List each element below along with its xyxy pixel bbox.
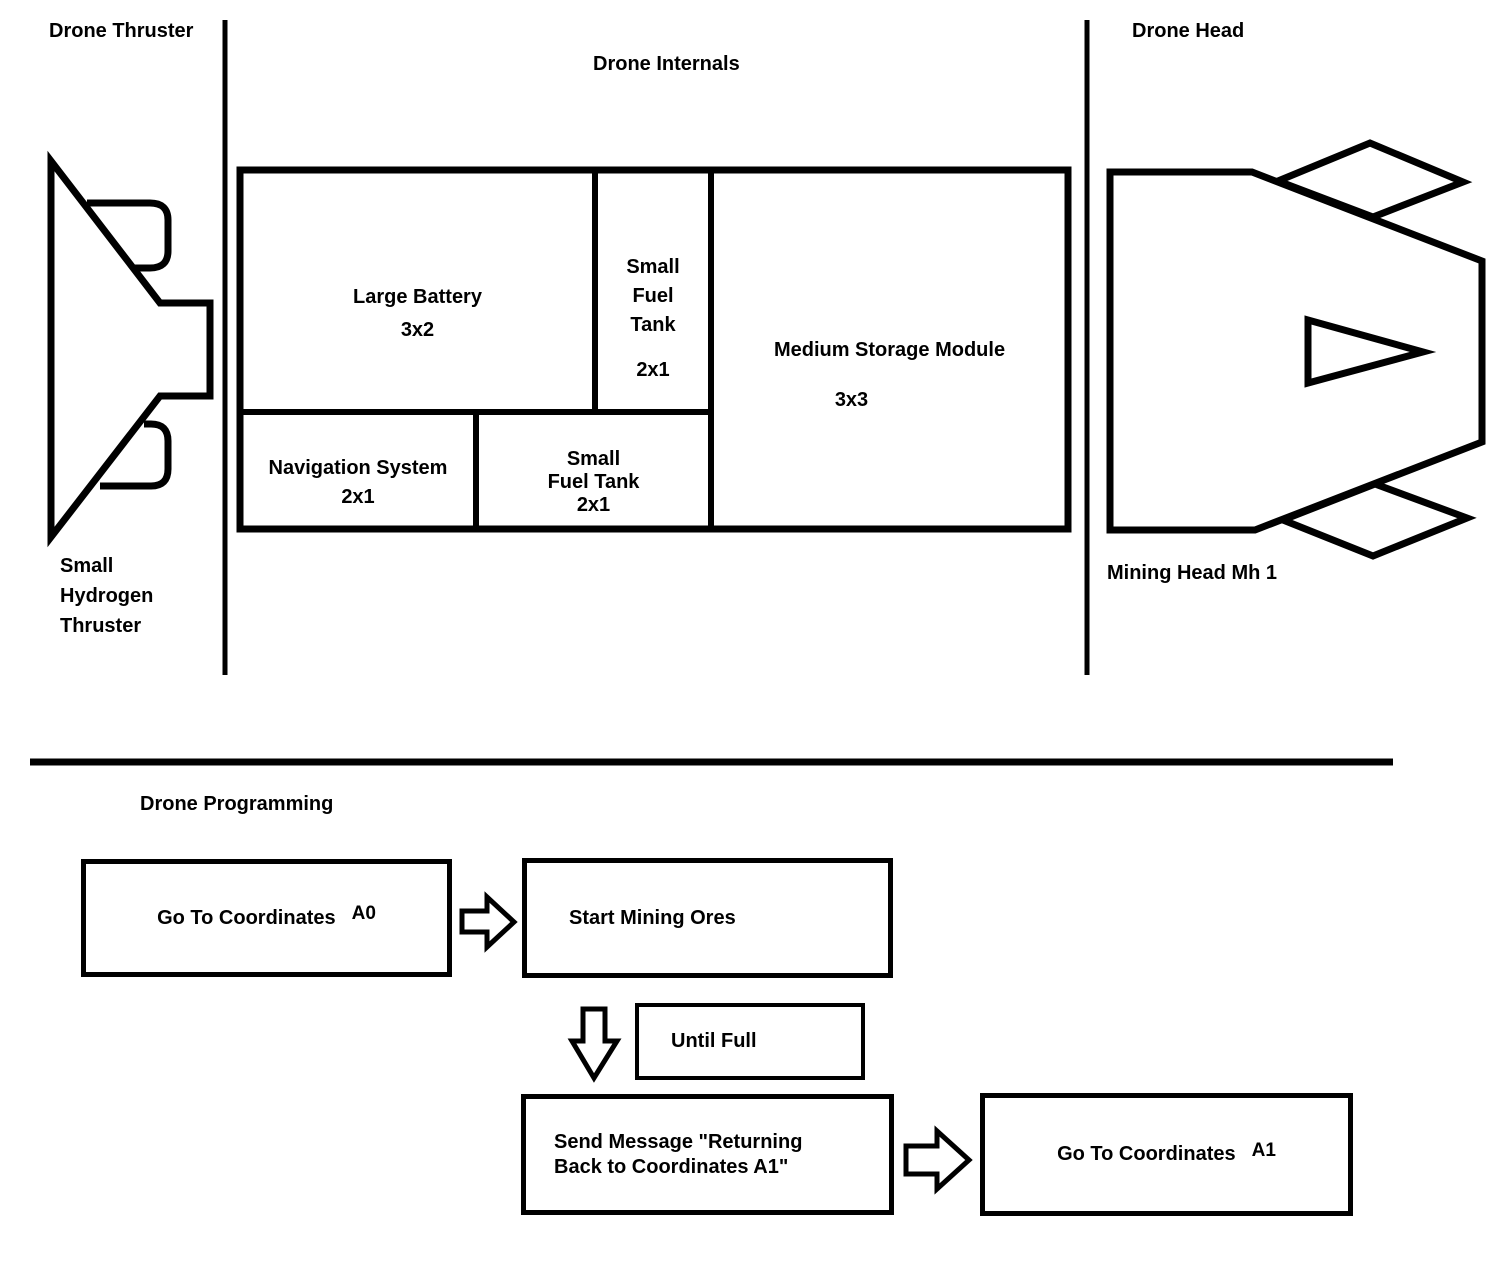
thruster-caption-line: Thruster: [60, 615, 142, 637]
head-bottom-diamond: [1273, 480, 1477, 560]
flow-step-text: Go To Coordinates: [1057, 1143, 1236, 1165]
flow-box-goto-a1: Go To Coordinates A1: [980, 1093, 1353, 1216]
module-size: 2x1: [341, 485, 375, 508]
flow-step-coordinate: A1: [1251, 1139, 1276, 1161]
thruster-bottom-tab: [100, 420, 172, 490]
thruster-caption-line: Small: [60, 555, 114, 577]
module-name: Tank: [630, 314, 676, 336]
arrow-right-icon: [903, 1125, 973, 1195]
thruster-caption-line: Hydrogen: [60, 585, 154, 607]
flow-arrows: [459, 891, 973, 1195]
flow-step-coordinate: A0: [351, 903, 376, 924]
module-navigation-system: Navigation System 2x1: [240, 412, 476, 529]
arrow-right-icon: [459, 891, 518, 953]
flow-step-text: Start Mining Ores: [569, 906, 736, 929]
module-large-battery: Large Battery 3x2: [240, 170, 595, 412]
flow-step-text: Go To Coordinates: [157, 906, 336, 929]
head-body: [1106, 168, 1486, 534]
module-medium-storage: Medium Storage Module 3x3: [711, 170, 1068, 529]
section-label-internals: Drone Internals: [593, 53, 740, 75]
programming-title: Drone Programming: [140, 793, 334, 815]
module-name: Small: [626, 256, 680, 278]
flow-box-start-mining: Start Mining Ores: [522, 858, 893, 978]
flow-step-text: Send Message "Returning: [554, 1130, 803, 1153]
module-name: Large Battery: [353, 286, 482, 308]
flow-step-text: Back to Coordinates A1": [554, 1155, 789, 1178]
module-size: 3x2: [400, 319, 435, 341]
module-small-fuel-tank-top: Small Fuel Tank 2x1: [595, 170, 711, 412]
module-name: Fuel: [632, 285, 674, 307]
thruster-caption: Small Hydrogen Thruster: [60, 551, 153, 641]
internals-grid: [236, 166, 1072, 533]
flow-box-goto-a0: Go To Coordinates A0: [81, 859, 452, 977]
module-name: Medium Storage Module: [773, 339, 1006, 361]
thruster-body: [47, 150, 214, 548]
thruster-drawing: [47, 150, 214, 548]
module-name: Fuel Tank: [547, 471, 640, 493]
thruster-top-tab: [87, 199, 172, 272]
section-label-head: Drone Head: [1132, 20, 1245, 42]
head-top-diamond: [1268, 139, 1473, 221]
module-name: Small: [566, 448, 621, 470]
module-size: 2x1: [636, 359, 670, 381]
module-small-fuel-tank-bottom: Small Fuel Tank 2x1: [476, 412, 711, 529]
internals-outer-box: [236, 166, 1072, 533]
flow-condition-text: Until Full: [671, 1030, 757, 1052]
section-label-thruster: Drone Thruster: [49, 20, 194, 42]
head-inner-triangle: [1304, 315, 1437, 388]
flow-box-send-message: Send Message "Returning Back to Coordina…: [521, 1094, 894, 1215]
flow-box-until-full: Until Full: [635, 1003, 865, 1080]
module-size: 2x1: [576, 494, 611, 516]
head-caption: Mining Head Mh 1: [1107, 562, 1277, 584]
mining-head-drawing: [1106, 139, 1486, 560]
module-name: Navigation System: [268, 456, 448, 479]
module-size: 3x3: [834, 389, 869, 411]
arrow-down-icon: [567, 1006, 622, 1083]
